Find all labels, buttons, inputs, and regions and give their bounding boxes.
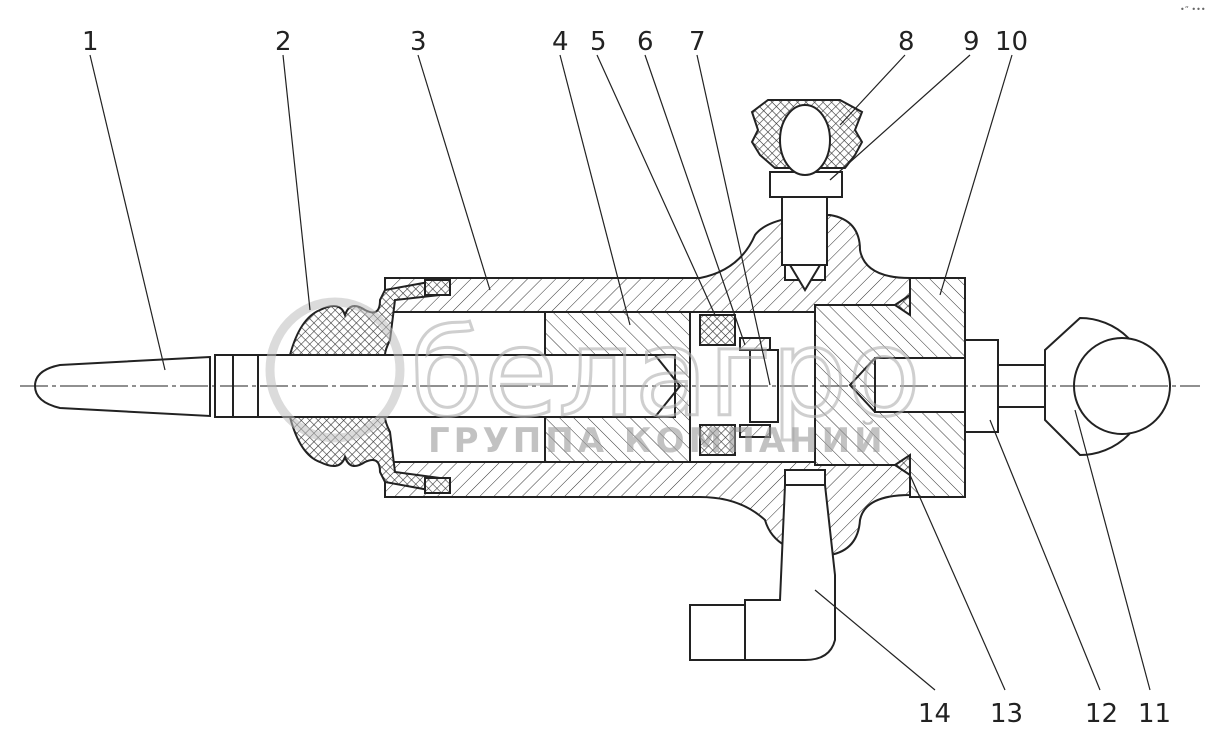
watermark: белагро ГРУППА КОМПАНИЙ bbox=[265, 297, 922, 461]
part-label-7: 7 bbox=[689, 27, 706, 57]
leader-lines bbox=[89, 54, 1151, 691]
part-label-13: 13 bbox=[990, 699, 1023, 729]
watermark-brand: белагро bbox=[410, 305, 921, 444]
housing-seal bbox=[893, 293, 911, 317]
piston-seal-bottom bbox=[699, 424, 736, 456]
part-label-8: 8 bbox=[898, 27, 915, 57]
bleed-valve bbox=[750, 99, 864, 292]
clamp-ring-top bbox=[424, 279, 451, 296]
corner-mark: •ˮ ••• bbox=[1180, 5, 1206, 14]
part-label-2: 2 bbox=[275, 27, 292, 57]
part-label-1: 1 bbox=[82, 27, 99, 57]
part-label-12: 12 bbox=[1085, 699, 1118, 729]
watermark-logo bbox=[265, 297, 405, 443]
part-label-10: 10 bbox=[995, 27, 1028, 57]
part-label-5: 5 bbox=[590, 27, 607, 57]
part-label-4: 4 bbox=[552, 27, 569, 57]
part-label-3: 3 bbox=[410, 27, 427, 57]
rod-eye bbox=[848, 316, 1171, 457]
part-label-11: 11 bbox=[1138, 699, 1171, 729]
seal-ring-bottom bbox=[739, 424, 771, 438]
piston-seal-top bbox=[699, 314, 736, 346]
clamp-ring-bottom bbox=[424, 477, 451, 494]
part-label-6: 6 bbox=[637, 27, 654, 57]
part-label-9: 9 bbox=[963, 27, 980, 57]
part-label-14: 14 bbox=[918, 699, 951, 729]
housing-seal-lower bbox=[893, 453, 911, 477]
elbow-fitting bbox=[689, 484, 836, 661]
watermark-subtitle: ГРУППА КОМПАНИЙ bbox=[428, 420, 887, 461]
